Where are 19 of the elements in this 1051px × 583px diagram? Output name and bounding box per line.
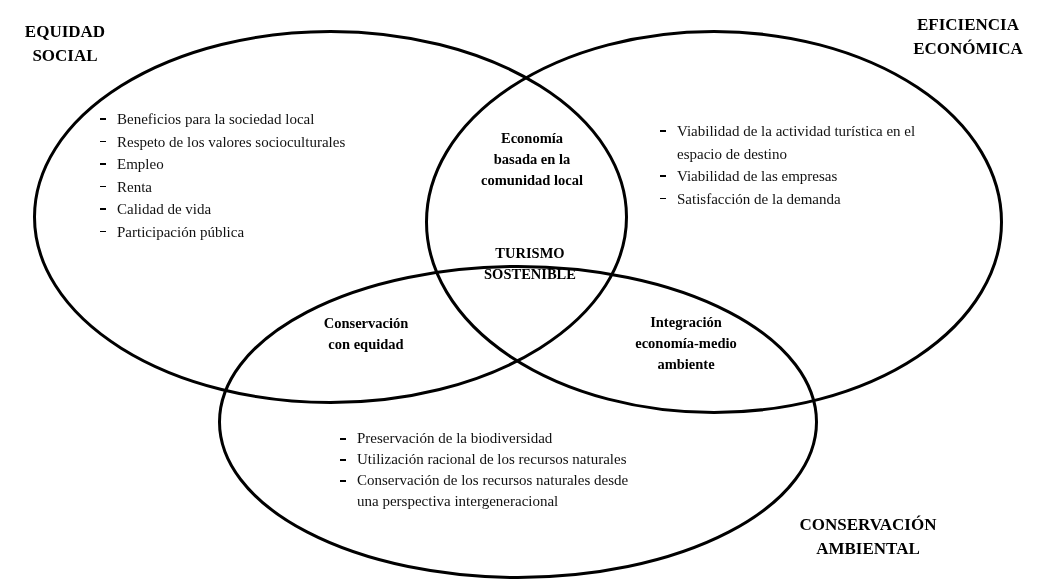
list-item: Respeto de los valores socioculturales: [117, 132, 346, 152]
list-item: Participación pública: [117, 222, 245, 242]
list-item: Beneficios para la sociedad local: [117, 110, 315, 129]
overlap-label: Conservación con equidad: [322, 314, 410, 354]
list-item: Empleo: [117, 155, 164, 174]
overlap-label: Economía basada en la comunidad local: [480, 129, 584, 190]
list-item: Satisfacción de la demanda: [677, 189, 841, 209]
list-item: Viabilidad de la actividad turística en el espacio de destino: [677, 122, 917, 164]
circle-heading: EQUIDAD SOCIAL: [23, 21, 107, 67]
list-item: Preservación de la biodiversidad: [357, 429, 553, 448]
list-item: Conservación de los recursos naturales desde una perspectiva intergeneracional: [357, 471, 630, 511]
list-item: Utilización racional de los recursos naturales: [357, 450, 627, 469]
overlap-label: TURISMO SOSTENIBLE: [483, 244, 577, 284]
overlap-label: Integración economía-medio ambiente: [634, 313, 738, 374]
list-item: Calidad de vida: [117, 200, 212, 219]
list-item: Viabilidad de las empresas: [677, 167, 838, 186]
circle-heading: CONSERVACIÓN AMBIENTAL: [798, 514, 938, 560]
circle-heading: EFICIENCIA ECONÓMICA: [912, 14, 1024, 60]
list-item: Renta: [117, 177, 152, 197]
